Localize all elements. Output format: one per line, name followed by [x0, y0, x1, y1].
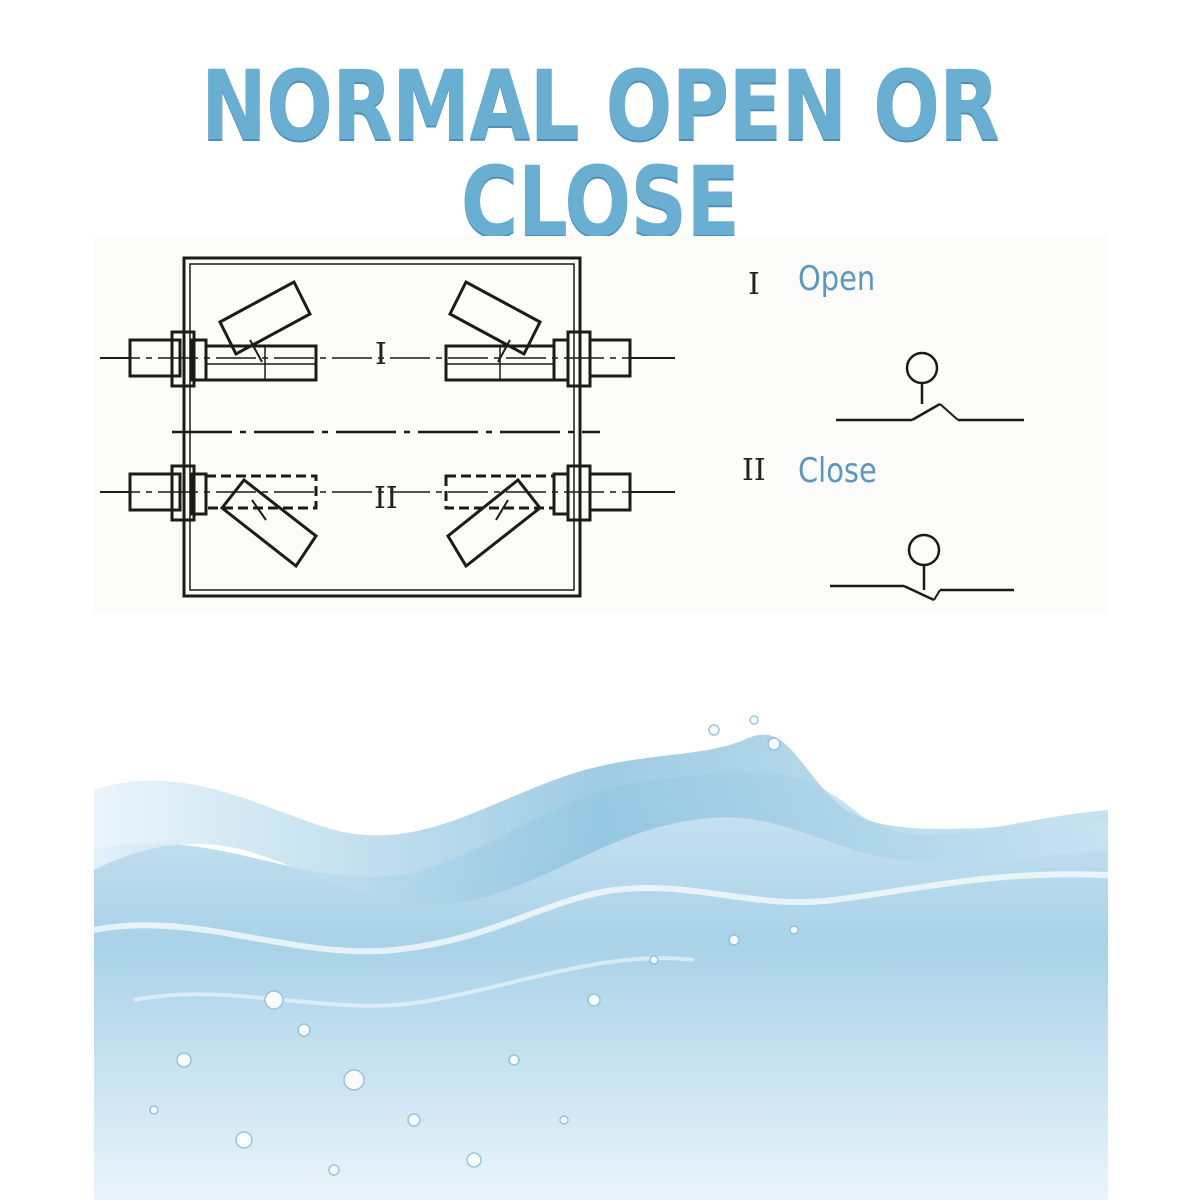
legend-open-label: Open	[798, 259, 876, 299]
lower-position-label: II	[374, 481, 398, 516]
lower-left-switch	[128, 464, 319, 569]
legend-open-roman: I	[748, 267, 760, 302]
float-switch-diagram	[100, 256, 1024, 602]
housing-box	[182, 256, 582, 598]
upper-right-switch	[444, 279, 632, 388]
close-contact-symbol	[830, 533, 1014, 602]
open-contact-symbol	[836, 351, 1024, 422]
upper-left-switch	[128, 279, 318, 388]
page-title: NORMAL OPEN OR CLOSE	[201, 50, 1000, 258]
upper-position-label: I	[375, 337, 387, 372]
legend-close-roman: II	[742, 453, 766, 488]
legend-close-label: Close	[798, 451, 877, 491]
lower-right-switch	[444, 464, 632, 569]
water-splash-image	[94, 700, 1108, 1200]
